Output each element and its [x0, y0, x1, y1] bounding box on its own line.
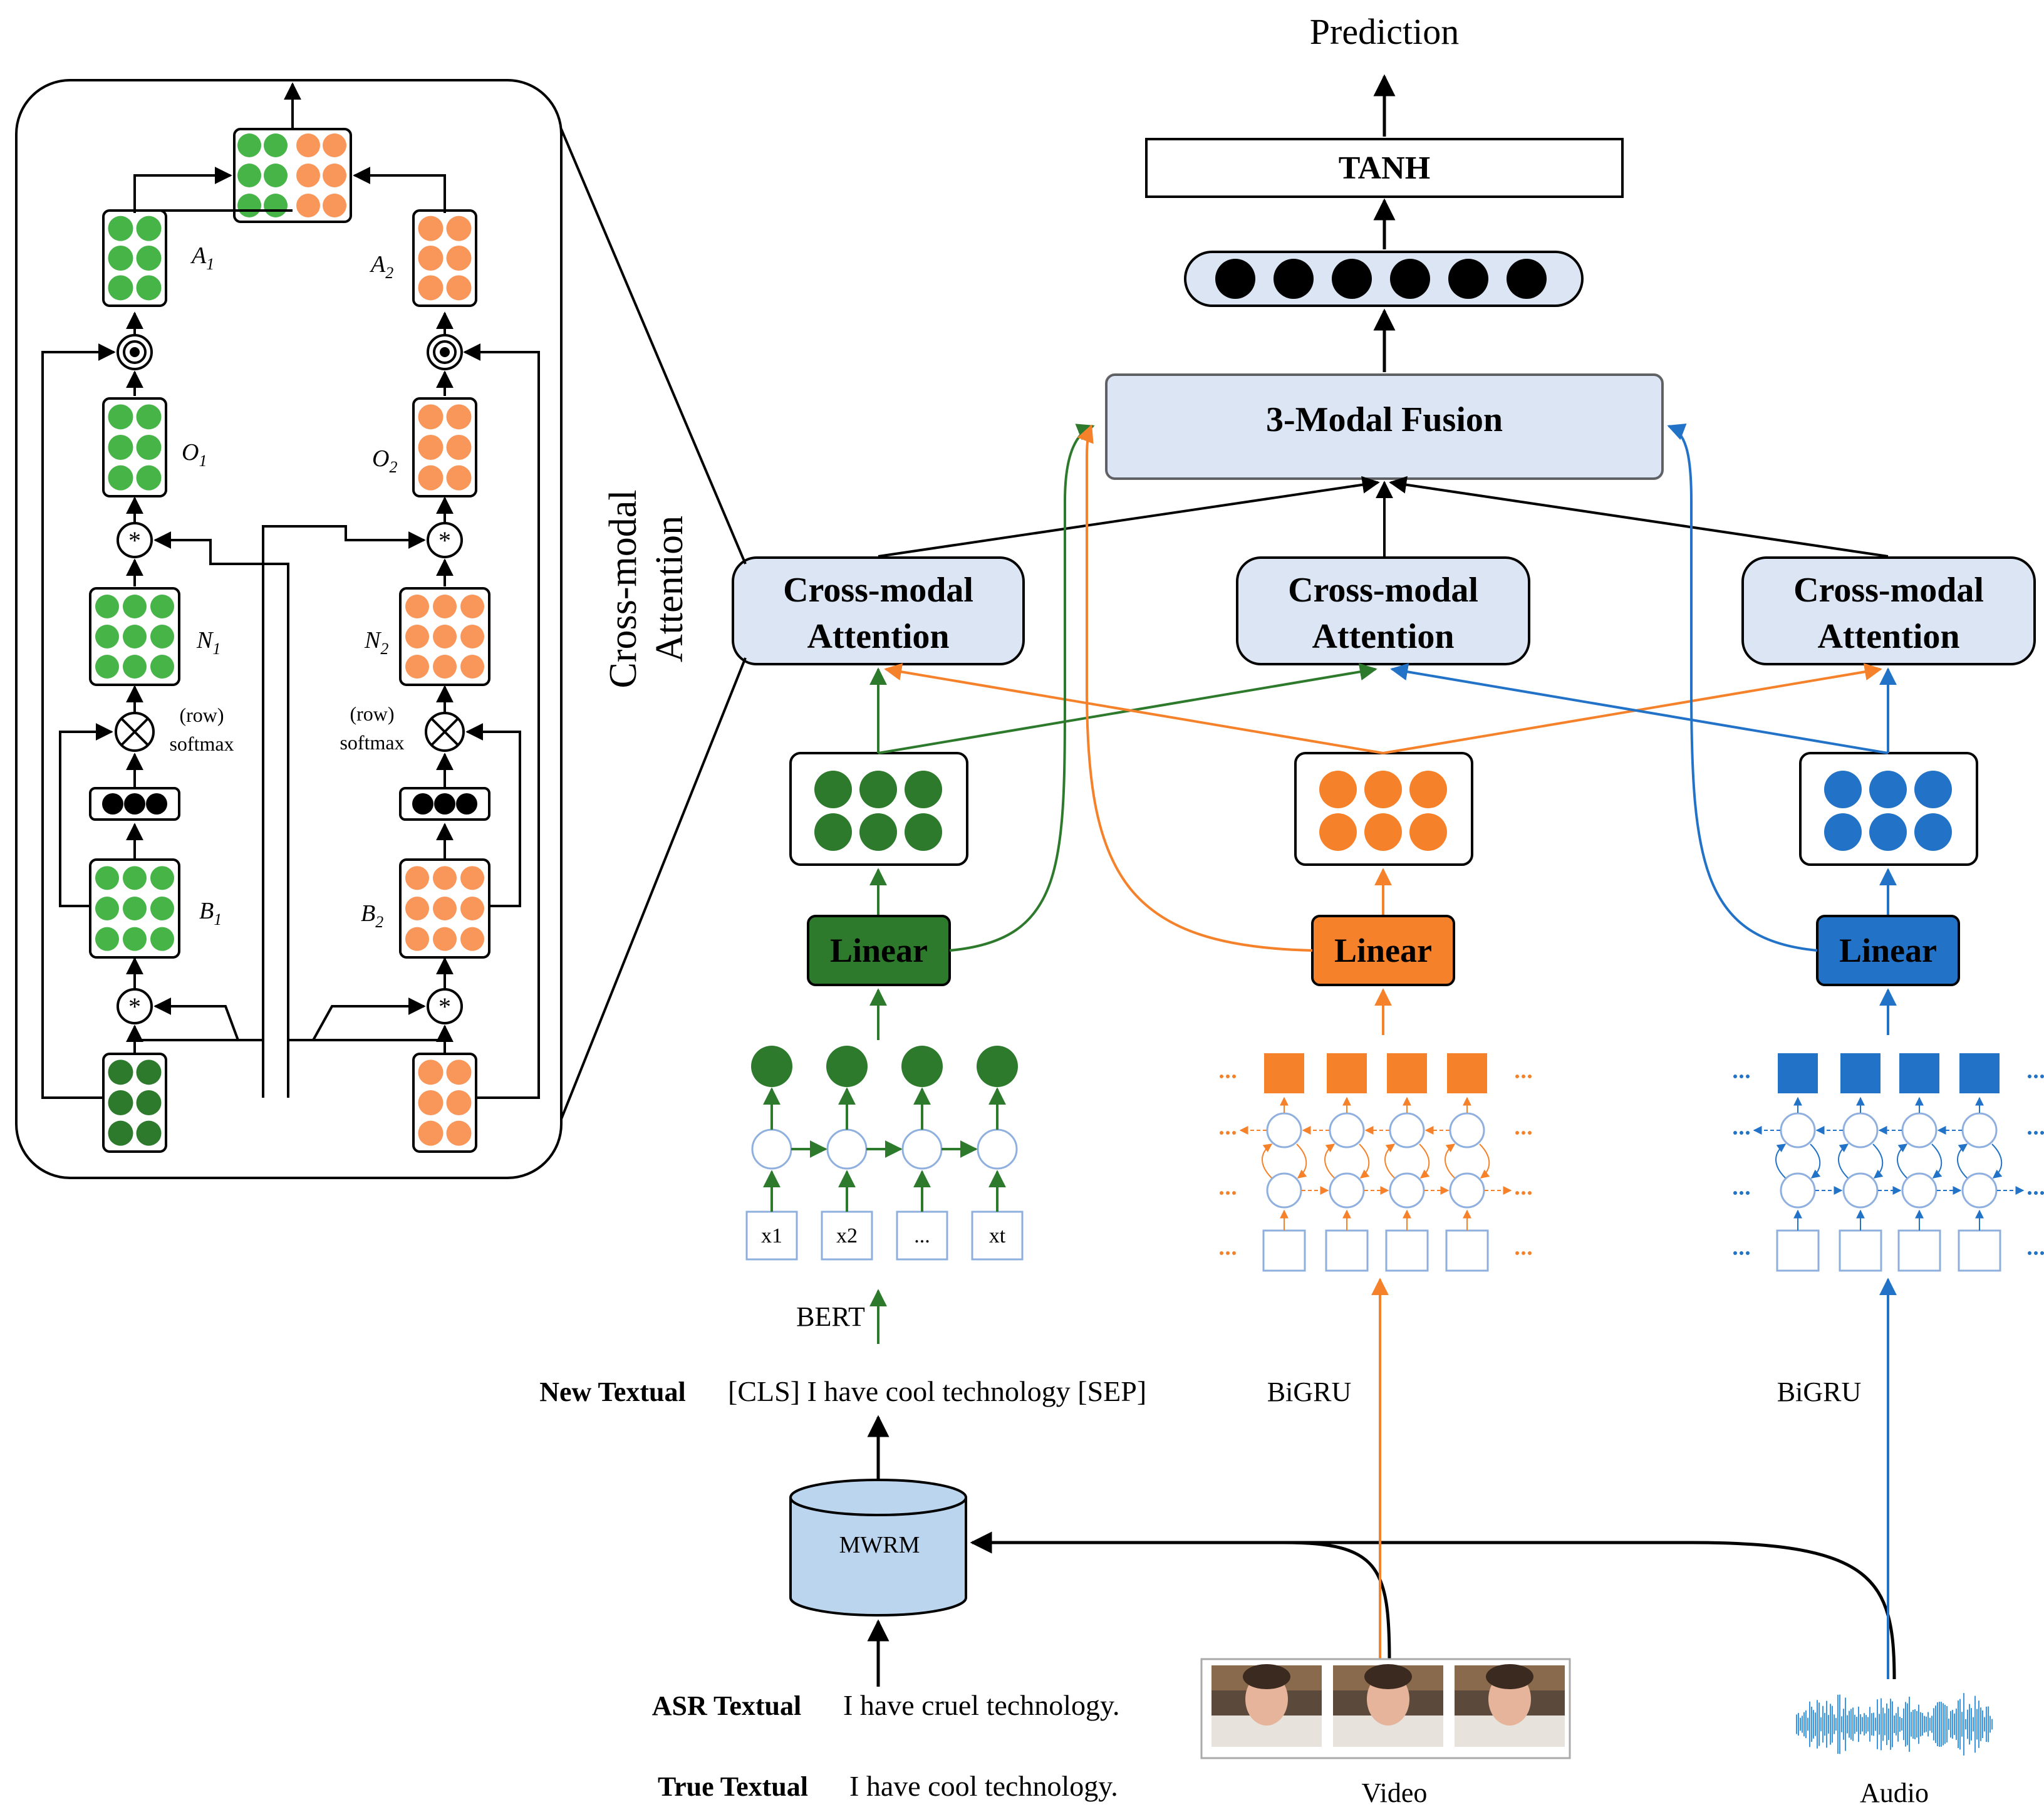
svg-text:Cross-modal: Cross-modal [1793, 571, 1984, 610]
svg-text:Linear: Linear [1839, 932, 1937, 969]
svg-text:Linear: Linear [1334, 932, 1432, 969]
svg-text:B1: B1 [199, 898, 222, 929]
svg-text:A1: A1 [190, 242, 214, 273]
svg-text:xt: xt [989, 1224, 1006, 1247]
video-feature-box [1799, 752, 1978, 866]
svg-text:MWRM: MWRM [839, 1532, 920, 1558]
asr-textual-text: I have cruel technology. [843, 1689, 1120, 1721]
softmax-labels: (row) softmax (row) softmax [169, 702, 404, 755]
svg-text:Cross-modal: Cross-modal [783, 571, 973, 610]
audio-label: Audio [1860, 1778, 1929, 1808]
detail-matrices [89, 209, 490, 1153]
mwrm-database: MWRM [789, 1479, 967, 1617]
audio-bigru-label: BiGRU [1267, 1377, 1351, 1407]
audio-feature-box [1294, 752, 1473, 866]
svg-text:(row): (row) [350, 702, 394, 725]
svg-text:Linear: Linear [830, 932, 928, 969]
video-frame-3 [1455, 1664, 1565, 1747]
svg-text:O1: O1 [182, 439, 207, 470]
new-textual-text: [CLS] I have cool technology [SEP] [728, 1375, 1146, 1407]
svg-text:softmax: softmax [169, 732, 234, 755]
asr-textual-label: ASR Textual [652, 1690, 801, 1721]
tanh-label: TANH [1339, 150, 1430, 186]
svg-text:Attention: Attention [1817, 617, 1959, 656]
svg-text:*: * [128, 992, 141, 1021]
svg-text:*: * [438, 992, 451, 1021]
video-bigru-label: BiGRU [1777, 1377, 1861, 1407]
audio-bigru-encoder [1220, 1052, 1532, 1272]
svg-text:Attention: Attention [1312, 617, 1454, 656]
true-textual-text: I have cool technology. [849, 1770, 1118, 1802]
combined-attention-output [233, 128, 352, 223]
svg-text:(row): (row) [179, 704, 224, 726]
fused-vector-dots [1215, 259, 1547, 299]
bert-encoder: x1 x2 ... xt [745, 1046, 1024, 1261]
tanh-box [1145, 138, 1624, 198]
zoom-attention-label: Cross-modal Attention [602, 490, 691, 689]
svg-text:Attention: Attention [807, 617, 949, 656]
prediction-label: Prediction [1310, 11, 1459, 52]
cross-modal-attention-block-1: Cross-modal Attention [732, 556, 1025, 665]
video-linear-block: Linear [1816, 915, 1960, 986]
svg-text:Attention: Attention [648, 516, 691, 662]
svg-text:x2: x2 [836, 1224, 858, 1247]
svg-text:*: * [438, 526, 451, 554]
svg-text:N2: N2 [364, 627, 388, 658]
detail-labels: A1 A2 O1 O2 N1 N2 B1 B2 [182, 242, 397, 931]
svg-text:B2: B2 [361, 900, 383, 931]
cross-modal-attention-block-3: Cross-modal Attention [1741, 556, 2036, 665]
svg-text:A2: A2 [369, 251, 393, 282]
video-frame-1 [1211, 1664, 1322, 1747]
svg-text:*: * [128, 526, 141, 554]
new-textual-label: New Textual [539, 1377, 685, 1407]
true-textual-label: True Textual [658, 1771, 808, 1802]
softmax-vector-right [399, 787, 490, 821]
svg-text:N1: N1 [196, 627, 220, 658]
svg-text:Cross-modal: Cross-modal [602, 490, 645, 689]
cross-modal-attention-block-2: Cross-modal Attention [1236, 556, 1530, 665]
svg-text:softmax: softmax [340, 731, 404, 754]
video-frames [1200, 1658, 1571, 1759]
video-bigru-encoder [1733, 1052, 2044, 1272]
audio-waveform [1796, 1693, 1993, 1756]
text-linear-block: Linear [807, 915, 951, 986]
three-modal-fusion-label: 3-Modal Fusion [1266, 400, 1503, 439]
text-feature-box [789, 752, 968, 866]
svg-text:Cross-modal: Cross-modal [1288, 571, 1478, 610]
audio-linear-block: Linear [1311, 915, 1455, 986]
three-modal-fusion-block [1105, 373, 1664, 480]
softmax-vector-left [89, 787, 180, 821]
svg-text:...: ... [914, 1224, 930, 1247]
video-frame-2 [1333, 1664, 1443, 1747]
svg-text:x1: x1 [761, 1224, 782, 1247]
bert-label: BERT [796, 1301, 865, 1332]
svg-text:O2: O2 [372, 445, 397, 476]
video-label: Video [1362, 1778, 1428, 1808]
